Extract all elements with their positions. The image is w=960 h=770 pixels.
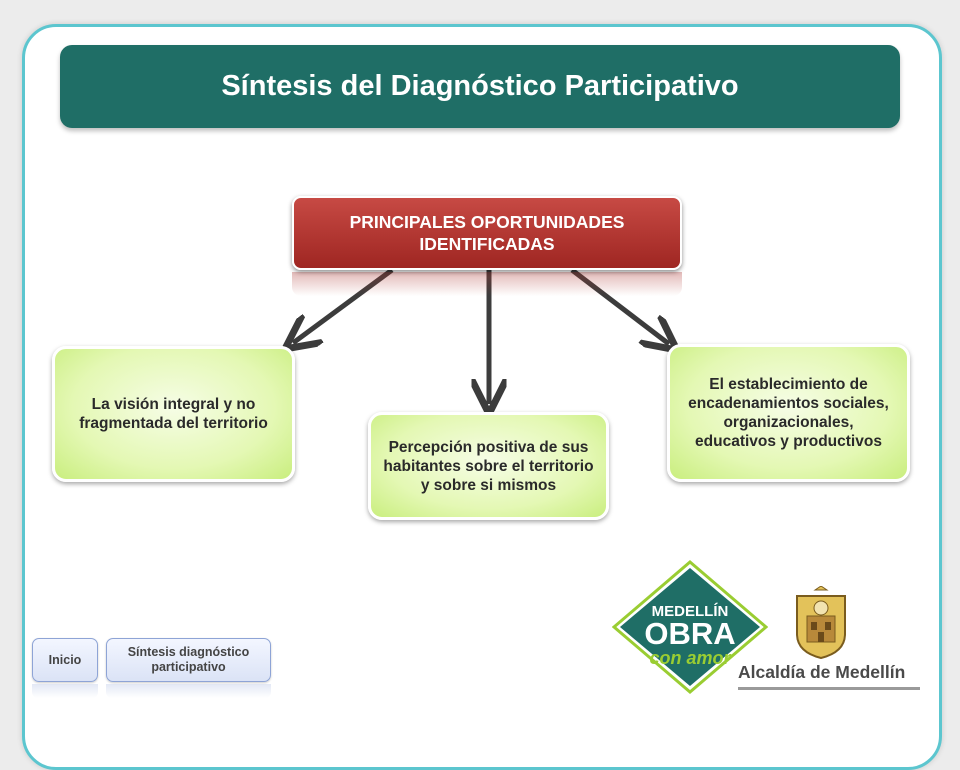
- alcaldia-de-medellin-label: Alcaldía de Medellín: [738, 662, 906, 682]
- home-button[interactable]: Inicio: [32, 638, 98, 682]
- badge-text-con-amor: con amor: [649, 648, 731, 668]
- home-button-reflection: [32, 684, 98, 698]
- synthesis-button[interactable]: Síntesis diagnóstico participativo: [106, 638, 271, 682]
- main-node-reflection: [292, 272, 682, 296]
- badge-text-medellin: MEDELLÍN: [652, 603, 729, 620]
- connector-arrows: [0, 267, 960, 720]
- node-integral-vision: La visión integral y no fragmentada del …: [52, 346, 295, 482]
- slide-title: Síntesis del Diagnóstico Participativo: [60, 45, 900, 128]
- medellin-obra-con-amor-logo: MEDELLÍN OBRA con amor: [612, 560, 768, 694]
- main-node-opportunities: PRINCIPALES OPORTUNIDADES IDENTIFICADAS: [292, 196, 682, 270]
- badge-text-obra: OBRA: [644, 616, 735, 651]
- node-positive-perception: Percepción positiva de sus habitantes so…: [368, 412, 609, 520]
- synthesis-button-reflection: [106, 684, 271, 698]
- arrow-to-right-node: [570, 268, 669, 344]
- brand-underline: [738, 687, 920, 690]
- node-chain-linkages: El establecimiento de encadenamientos so…: [667, 344, 910, 482]
- medellin-coat-of-arms-icon: [796, 586, 846, 660]
- arrow-to-left-node: [293, 267, 394, 343]
